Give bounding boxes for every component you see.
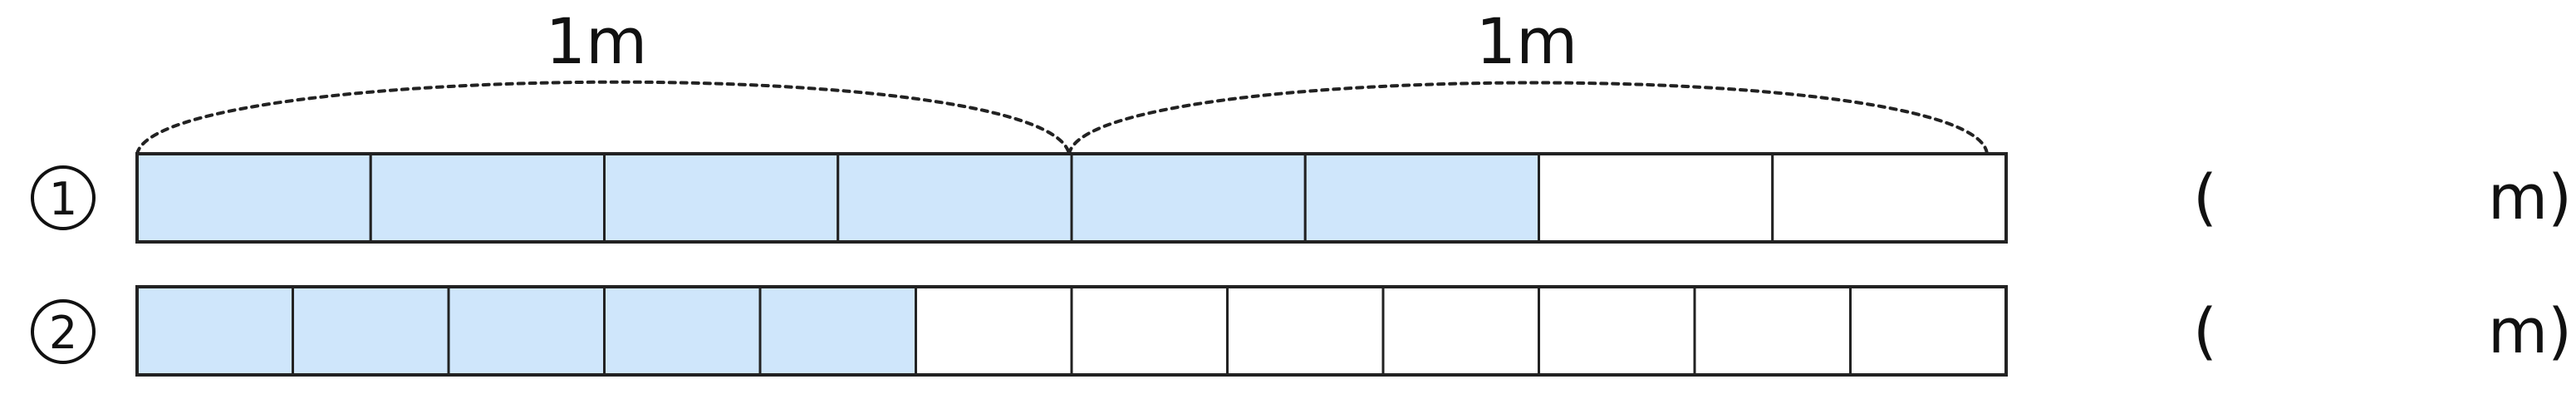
row-2-cell-5-filled bbox=[758, 285, 917, 377]
row-2-outline bbox=[135, 285, 2008, 377]
brace-right bbox=[1067, 81, 1989, 155]
row-2-number-circle bbox=[31, 299, 96, 364]
row-2-cell-2-filled bbox=[292, 285, 450, 377]
row-2-cell-3-filled bbox=[447, 285, 606, 377]
row-2-cell-4-filled bbox=[603, 285, 762, 377]
row-1-cell-6-filled bbox=[1303, 152, 1540, 244]
row-2-cell-8-empty bbox=[1226, 285, 1385, 377]
row-1-cell-2-filled bbox=[369, 152, 606, 244]
row-1-outline bbox=[135, 152, 2008, 244]
row-2: 2 ( m) bbox=[31, 285, 2572, 377]
row-2-number: 2 bbox=[49, 307, 77, 359]
row-2-cell-7-empty bbox=[1070, 285, 1229, 377]
row-1-cell-4-filled bbox=[837, 152, 1073, 244]
row-1-bar bbox=[135, 152, 2008, 244]
row-1-cell-7-empty bbox=[1538, 152, 1774, 244]
row-1-cell-1-filled bbox=[135, 152, 372, 244]
row-1-open-paren: ( bbox=[2193, 162, 2217, 234]
row-2-open-paren: ( bbox=[2193, 296, 2217, 367]
row-1-cell-8-empty bbox=[1771, 152, 2008, 244]
brace-left bbox=[135, 80, 1071, 155]
top-label-right: 1m bbox=[1476, 4, 1577, 78]
row-1-cell-3-filled bbox=[603, 152, 840, 244]
row-1-number-circle bbox=[31, 165, 96, 230]
row-1-unit-close: m) bbox=[2488, 162, 2572, 234]
row-1-cell-5-filled bbox=[1070, 152, 1307, 244]
row-2-cell-11-empty bbox=[1693, 285, 1852, 377]
row-2-unit-close: m) bbox=[2488, 296, 2572, 367]
row-2-cell-9-empty bbox=[1381, 285, 1540, 377]
top-label-left: 1m bbox=[546, 4, 647, 78]
row-2-cell-1-filled bbox=[135, 285, 294, 377]
row-1-number: 1 bbox=[49, 173, 77, 225]
row-1: 1 ( m) bbox=[31, 152, 2572, 244]
row-2-bar bbox=[135, 285, 2008, 377]
row-2-cell-6-empty bbox=[915, 285, 1073, 377]
row-2-cell-10-empty bbox=[1538, 285, 1696, 377]
row-2-cell-12-empty bbox=[1849, 285, 2008, 377]
